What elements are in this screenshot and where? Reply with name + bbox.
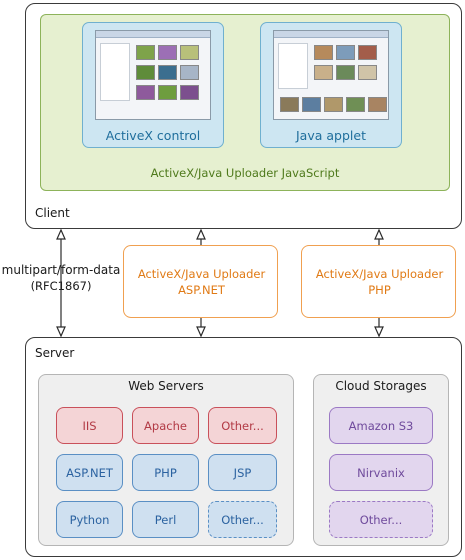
aspnet-uploader-box: ActiveX/Java Uploader ASP.NET [123,245,278,318]
other-web-server-box: Other... [208,407,277,444]
other-cloud-storage-box: Other... [329,501,433,538]
java-applet-screenshot [273,30,389,120]
python-platform-box: Python [56,501,123,538]
perl-platform-box: Perl [132,501,199,538]
aspnet-uploader-platform: ASP.NET [178,283,225,297]
jsp-platform-box: JSP [208,454,277,491]
activex-screenshot [95,30,211,120]
aspnet-down-arrow-head [196,326,206,338]
aspnet-up-arrow-head [196,228,206,240]
java-applet-label: Java applet [296,128,366,143]
other-platform-box: Other... [208,501,277,538]
php-uploader-box: ActiveX/Java Uploader PHP [301,245,456,318]
cloud-storages-title: Cloud Storages [335,379,427,393]
php-up-arrow-head [374,228,384,240]
aspnet-platform-box: ASP.NET [56,454,123,491]
php-platform-box: PHP [132,454,199,491]
apache-box: Apache [132,407,199,444]
amazon-s3-box: Amazon S3 [329,407,433,444]
server-label: Server [35,346,75,360]
protocol-arrow-down-head [56,326,66,338]
php-uploader-platform: PHP [368,283,391,297]
php-down-arrow-head [374,326,384,338]
iis-box: IIS [56,407,123,444]
php-uploader-title: ActiveX/Java Uploader [315,267,444,281]
web-servers-title: Web Servers [128,379,204,393]
nirvanix-box: Nirvanix [329,454,433,491]
aspnet-uploader-title: ActiveX/Java Uploader [137,267,266,281]
client-label: Client [35,206,70,220]
protocol-arrow-up-head [56,228,66,240]
javascript-label: ActiveX/Java Uploader JavaScript [150,166,340,180]
activex-control-label: ActiveX control [105,128,201,143]
